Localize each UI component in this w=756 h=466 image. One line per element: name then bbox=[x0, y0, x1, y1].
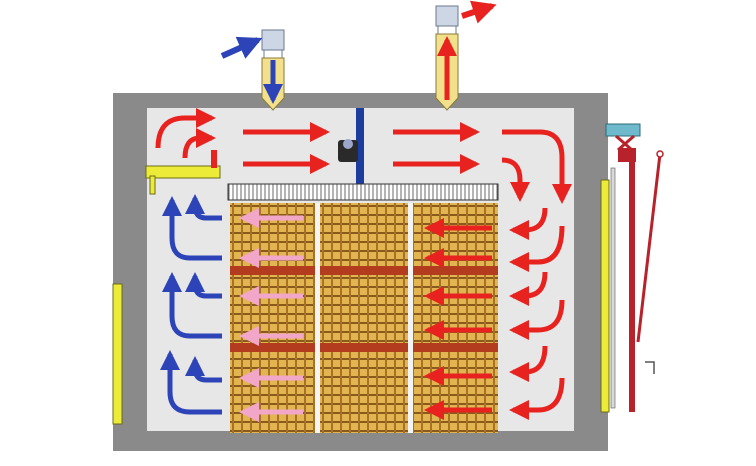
right-downflow bbox=[501, 129, 572, 420]
right-stack bbox=[413, 203, 498, 433]
middle-stack bbox=[320, 203, 408, 433]
ceiling-mesh bbox=[227, 183, 499, 201]
heater-unit bbox=[145, 150, 221, 195]
top-circulation bbox=[155, 108, 480, 174]
circulation-fan bbox=[338, 108, 364, 184]
stack-gap-left bbox=[315, 203, 320, 433]
stack-gap-right bbox=[408, 203, 413, 433]
left-stack bbox=[230, 203, 315, 433]
right-door-strip bbox=[600, 179, 610, 413]
left-stack-arrows bbox=[239, 208, 303, 422]
door-hanger bbox=[605, 123, 664, 412]
left-door bbox=[112, 283, 123, 425]
right-stack-arrows bbox=[424, 218, 492, 420]
exhaust-out-arrow bbox=[461, 0, 497, 24]
inlet-air-arrow bbox=[220, 36, 263, 59]
left-return bbox=[160, 194, 222, 415]
